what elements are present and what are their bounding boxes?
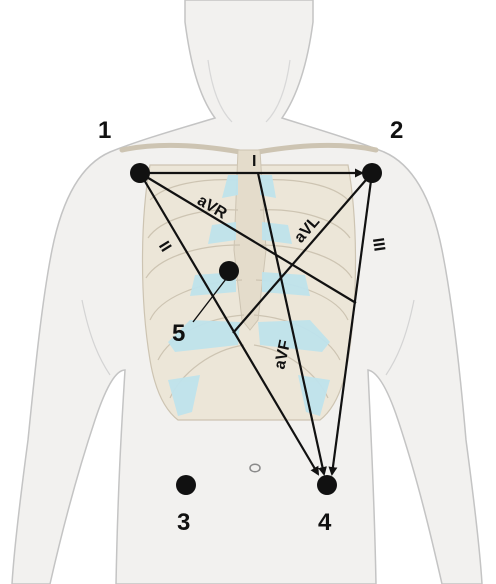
electrode-3 <box>176 475 196 495</box>
electrode-5 <box>219 261 239 281</box>
electrode-3-label: 3 <box>177 509 190 536</box>
electrode-5-label: 5 <box>172 320 185 347</box>
electrode-4 <box>317 475 337 495</box>
electrode-2-label: 2 <box>390 117 403 144</box>
electrode-1 <box>130 163 150 183</box>
lead-I-label: I <box>252 153 256 170</box>
rib-cage <box>122 146 376 420</box>
electrode-4-label: 4 <box>318 509 332 536</box>
lead-III-label: III <box>369 237 388 253</box>
electrode-1-label: 1 <box>98 117 111 144</box>
electrode-2 <box>362 163 382 183</box>
